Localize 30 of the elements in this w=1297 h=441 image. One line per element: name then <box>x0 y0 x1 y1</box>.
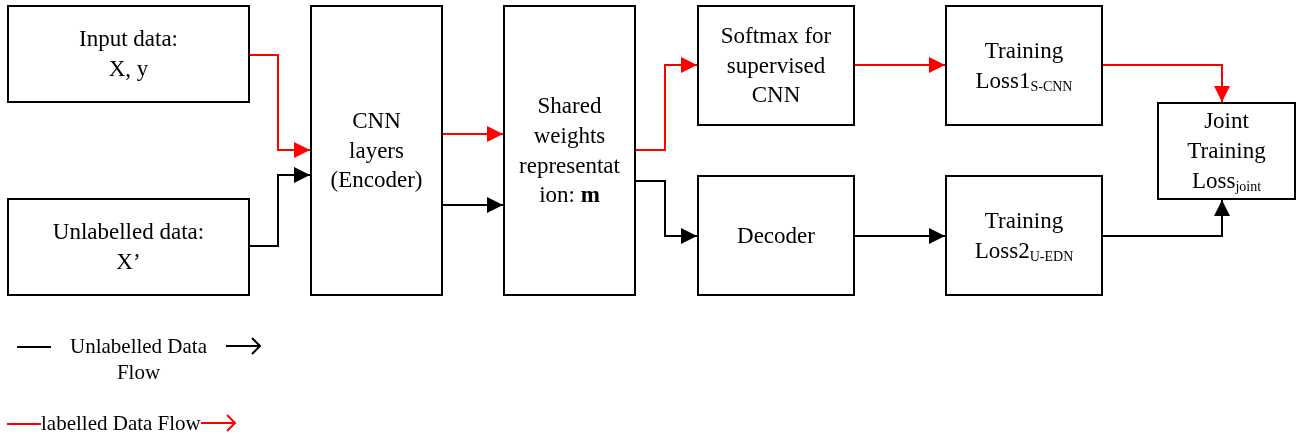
arrow <box>854 228 946 244</box>
arrow <box>635 180 698 244</box>
process-box <box>697 175 855 296</box>
box-label: Joint Training Loss$_{joint}$ <box>1186 107 1267 196</box>
arrow <box>249 54 311 158</box>
process-box <box>945 175 1103 296</box>
arrow <box>635 57 698 151</box>
arrow <box>854 57 946 73</box>
legend-label: labelled Data Flow <box>41 410 201 437</box>
arrow <box>442 197 504 213</box>
box-label: Training Loss2$_{U-EDN}$ <box>973 206 1075 266</box>
box-label: Training Loss1$_{S-CNN}$ <box>974 36 1074 96</box>
process-box <box>503 5 636 296</box>
arrow <box>1102 199 1230 237</box>
box-label: Input data: X, y <box>78 25 179 83</box>
process-box <box>7 198 250 296</box>
process-box <box>7 5 250 103</box>
arrow <box>1102 64 1230 103</box>
process-box <box>1157 102 1296 200</box>
box-label: Unlabelled data: X’ <box>51 218 206 276</box>
box-label: Shared weights representation: m <box>518 91 621 210</box>
box-label: Decoder <box>737 221 815 250</box>
arrow <box>249 167 311 247</box>
box-label: Softmax for supervised CNN <box>719 21 833 110</box>
box-label: CNN layers (Encoder) <box>329 106 424 195</box>
legend-label: Unlabelled Data Flow <box>69 333 208 386</box>
arrow <box>442 126 504 142</box>
process-box <box>697 5 855 126</box>
process-box <box>310 5 443 296</box>
process-box <box>945 5 1103 126</box>
